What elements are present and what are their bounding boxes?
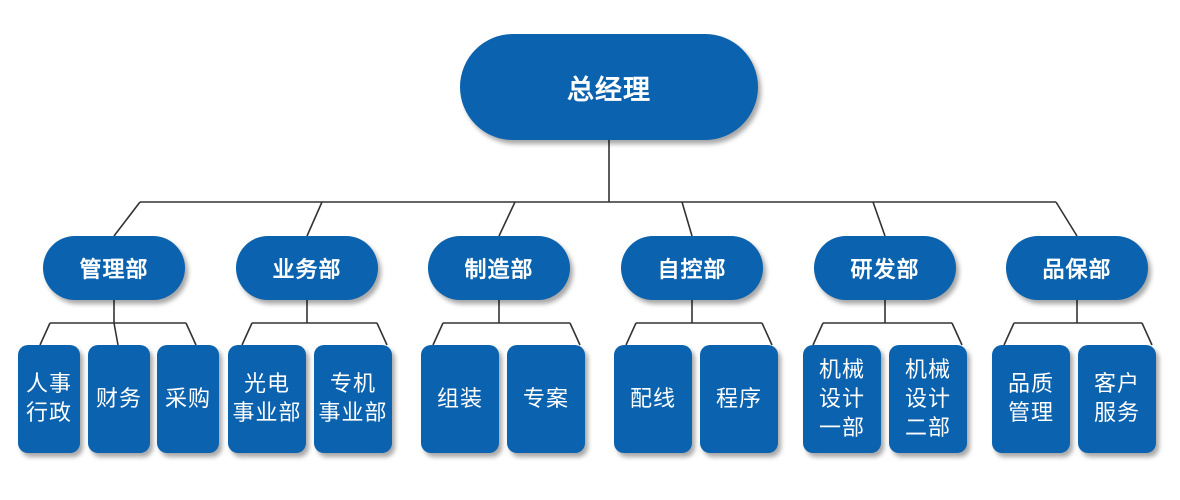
sub-node-customer-service[interactable]: 客户服务 (1078, 345, 1156, 453)
dept-branch-line (498, 201, 516, 237)
sub-node-optoelectronics-division[interactable]: 光电事业部 (228, 345, 306, 453)
child-branch-line (1141, 322, 1153, 346)
child-branch-line (761, 322, 773, 346)
sub-node-label: 专案 (522, 386, 569, 412)
sub-node-finance[interactable]: 财务 (88, 345, 150, 453)
sub-node-special-project[interactable]: 专案 (507, 345, 585, 453)
dept-node-quality[interactable]: 品保部 (1006, 236, 1148, 300)
dept-label: 制造部 (464, 258, 534, 283)
sub-node-label: 配线 (629, 386, 676, 412)
root-node-general-manager[interactable]: 总经理 (460, 34, 758, 140)
child-branch-line (569, 322, 581, 346)
root-node-label: 总经理 (567, 74, 651, 106)
dept-branch-line (306, 201, 323, 237)
child-branch-line (376, 322, 388, 346)
child-branch-line (812, 322, 824, 346)
sub-node-label: 财务 (95, 386, 142, 412)
sub-node-label: 组装 (436, 386, 483, 412)
child-branch-line (951, 322, 963, 346)
dept-label: 品保部 (1042, 258, 1112, 283)
sub-node-programming[interactable]: 程序 (700, 345, 778, 453)
sub-node-label: 机械设计一部 (818, 357, 865, 441)
child-branch-line (1003, 322, 1015, 346)
sub-node-quality-management[interactable]: 品质管理 (992, 345, 1070, 453)
dept-branch-line (681, 201, 693, 237)
dept-branch-line (113, 201, 141, 237)
dept-label: 业务部 (272, 258, 342, 283)
dept-node-business[interactable]: 业务部 (236, 236, 378, 300)
child-branch-line (185, 322, 197, 346)
child-branch-line (432, 322, 444, 346)
sub-node-mech-design-1[interactable]: 机械设计一部 (803, 345, 881, 453)
dept-branch-line (1055, 201, 1078, 237)
sub-node-wiring[interactable]: 配线 (614, 345, 692, 453)
dept-branch-line (872, 201, 886, 237)
sub-node-label: 采购 (164, 386, 211, 412)
child-branch-line (113, 322, 119, 346)
sub-node-label: 人事行政 (25, 372, 72, 426)
sub-node-label: 品质管理 (1007, 372, 1054, 426)
dept-label: 研发部 (850, 258, 920, 283)
sub-node-hr-admin[interactable]: 人事行政 (18, 345, 80, 453)
sub-node-label: 专机事业部 (318, 372, 388, 426)
dept-label: 管理部 (79, 258, 149, 283)
sub-node-procurement[interactable]: 采购 (157, 345, 219, 453)
sub-node-label: 光电事业部 (232, 372, 302, 426)
dept-node-automation[interactable]: 自控部 (621, 236, 763, 300)
dept-node-manufacturing[interactable]: 制造部 (428, 236, 570, 300)
sub-node-special-machine-division[interactable]: 专机事业部 (314, 345, 392, 453)
dept-node-rnd[interactable]: 研发部 (814, 236, 956, 300)
sub-node-mech-design-2[interactable]: 机械设计二部 (889, 345, 967, 453)
child-branch-line (241, 322, 253, 346)
sub-node-label: 程序 (715, 386, 762, 412)
child-branch-line (625, 322, 637, 346)
sub-node-assembly[interactable]: 组装 (421, 345, 499, 453)
dept-node-management[interactable]: 管理部 (43, 236, 185, 300)
sub-node-label: 客户服务 (1093, 372, 1140, 426)
sub-node-label: 机械设计二部 (904, 357, 951, 441)
dept-label: 自控部 (657, 258, 727, 283)
child-branch-line (39, 322, 51, 346)
